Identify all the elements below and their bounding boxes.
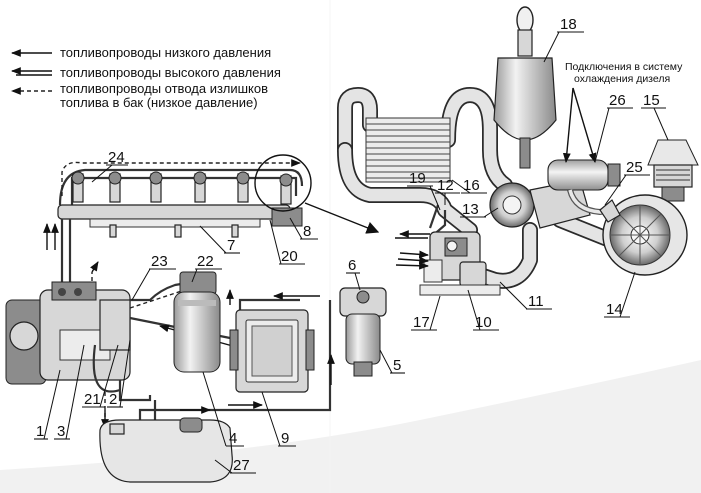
- label-6: 6: [348, 257, 356, 274]
- legend-high-pressure-text: топливопроводы высокого давления: [60, 65, 281, 80]
- label-27: 27: [233, 457, 250, 474]
- label-4: 4: [229, 430, 237, 447]
- detail-pump-assembly: [395, 204, 501, 296]
- label-20: 20: [281, 248, 298, 265]
- ecu-unit: [229, 309, 315, 393]
- pressure-limiter: [271, 207, 303, 227]
- cooling-note-line1: Подключения в систему: [565, 61, 683, 73]
- coarse-fuel-filter: [339, 287, 387, 377]
- label-17: 17: [413, 314, 430, 331]
- label-2: 2: [109, 391, 117, 408]
- label-5: 5: [393, 357, 401, 374]
- part-number-labels: 24 7 8 20 23 22 6 5 1 3 21 2 4: [34, 16, 669, 474]
- cooling-connection-arrows: [562, 87, 597, 163]
- expansion-tank: [493, 6, 557, 169]
- legend: топливопроводы низкого давления топливоп…: [11, 45, 281, 110]
- common-rail-assembly: [43, 159, 304, 297]
- fuel-rail: [57, 204, 291, 220]
- air-cleaner: [599, 194, 688, 276]
- label-21: 21: [84, 391, 101, 408]
- label-1: 1: [36, 423, 44, 440]
- label-18: 18: [560, 16, 577, 33]
- label-15: 15: [643, 92, 660, 109]
- legend-drain-text-line2: топлива в бак (низкое давление): [60, 95, 258, 110]
- label-3: 3: [57, 423, 65, 440]
- label-26: 26: [609, 92, 626, 109]
- label-25: 25: [626, 159, 643, 176]
- label-14: 14: [606, 301, 623, 318]
- label-24: 24: [108, 149, 125, 166]
- detail-callout-circle: [254, 154, 312, 212]
- fine-fuel-filter: [173, 271, 221, 373]
- label-12: 12: [437, 177, 454, 194]
- label-9: 9: [281, 430, 289, 447]
- legend-high-pressure-arrow: [11, 67, 52, 76]
- intake-hoses: [337, 87, 618, 289]
- label-8: 8: [303, 223, 311, 240]
- turbocharger: [489, 179, 591, 229]
- label-23: 23: [151, 253, 168, 270]
- injectors: [71, 171, 293, 205]
- coolant-heater: [547, 159, 641, 216]
- label-22: 22: [197, 253, 214, 270]
- high-pressure-pump: [5, 281, 131, 393]
- label-16: 16: [463, 177, 480, 194]
- legend-low-pressure-text: топливопроводы низкого давления: [60, 45, 271, 60]
- label-19: 19: [409, 170, 426, 187]
- fuel-tank: [99, 417, 233, 483]
- legend-drain-text-line1: топливопроводы отвода излишков: [60, 81, 268, 96]
- intercooler: [365, 117, 451, 183]
- label-11: 11: [528, 293, 544, 310]
- low-pressure-lines: [101, 278, 335, 429]
- air-intake-cap: [647, 139, 699, 202]
- detail-callout-arrow: [304, 202, 380, 234]
- label-13: 13: [462, 201, 479, 218]
- label-7: 7: [227, 237, 235, 254]
- cooling-note-line2: охлаждения дизеля: [574, 73, 670, 85]
